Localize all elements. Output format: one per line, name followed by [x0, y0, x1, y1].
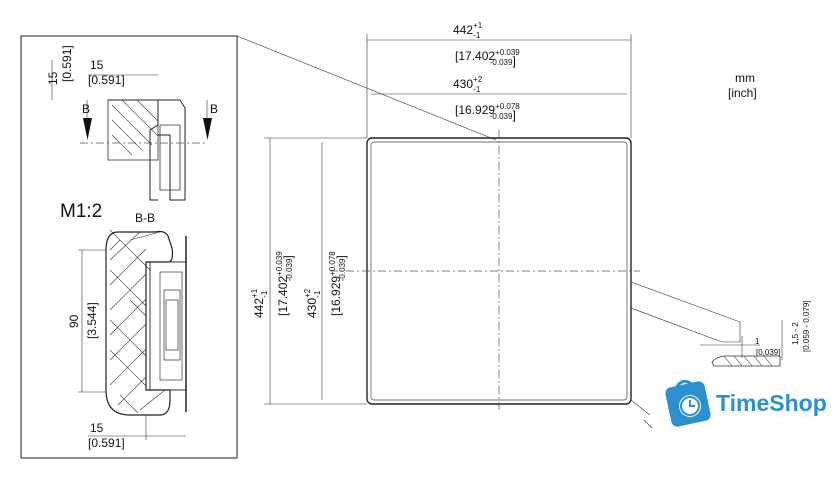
svg-text:442+1-1: 442+1-1 — [250, 288, 269, 318]
top-section-view — [80, 99, 212, 201]
bb-section-view — [105, 229, 187, 416]
svg-text:[16.929+0.078-0.039]: [16.929+0.078-0.039] — [328, 251, 348, 316]
panel-outline — [330, 130, 640, 412]
edge-dim-1-5-2-inch: [0.059 - 0.079] — [802, 300, 811, 352]
edge-dim-1-5-2: 1,5 - 2 — [791, 322, 800, 345]
dim-15-vertical-inch: [0.591] — [60, 45, 74, 82]
dim-442-top-inch: [17.402+0.039-0.039] — [455, 48, 520, 68]
dim-442-side: 442+1-1 — [250, 288, 269, 318]
scale-label: M1:2 — [60, 201, 102, 222]
dim-15-vertical: 15 — [46, 71, 60, 85]
section-marker-right: B — [210, 102, 218, 116]
edge-dim-1-inch: [0,039] — [756, 348, 780, 357]
dim-430-side: 430+2-1 — [303, 288, 322, 318]
edge-detail — [630, 281, 783, 429]
unit-mm: mm — [735, 71, 755, 85]
dim-430-side-inch: [16.929+0.078-0.039] — [328, 251, 348, 316]
section-marker-left: B — [82, 102, 90, 116]
dim-442-side-inch: [17.402+0.039-0.039] — [275, 251, 295, 316]
edge-dim-1: 1 — [755, 337, 760, 346]
unit-inch: [inch] — [728, 86, 757, 100]
dim-15-top-inch: [0.591] — [88, 73, 125, 87]
dim-90-inch: [3.544] — [85, 302, 99, 339]
detail-leader-line — [236, 35, 497, 141]
detail-frame — [20, 35, 238, 459]
svg-text:430+2-1: 430+2-1 — [303, 288, 322, 318]
timeshop-logo: TimeShop — [665, 379, 827, 427]
brand-name: TimeShop — [716, 390, 827, 416]
dim-15-bottom: 15 — [90, 421, 104, 435]
dim-442-top: 442+1-1 — [453, 21, 483, 40]
shopping-bag-clock-icon — [665, 379, 711, 427]
section-label: B-B — [135, 211, 155, 225]
svg-text:[17.402+0.039-0.039]: [17.402+0.039-0.039] — [275, 251, 295, 316]
dim-15-bottom-inch: [0.591] — [88, 436, 125, 450]
dim-15-top: 15 — [90, 58, 104, 72]
dim-430-top: 430+2-1 — [453, 75, 483, 94]
dim-90: 90 — [67, 314, 81, 328]
dim-430-top-inch: [16.929+0.078-0.039] — [455, 102, 520, 122]
